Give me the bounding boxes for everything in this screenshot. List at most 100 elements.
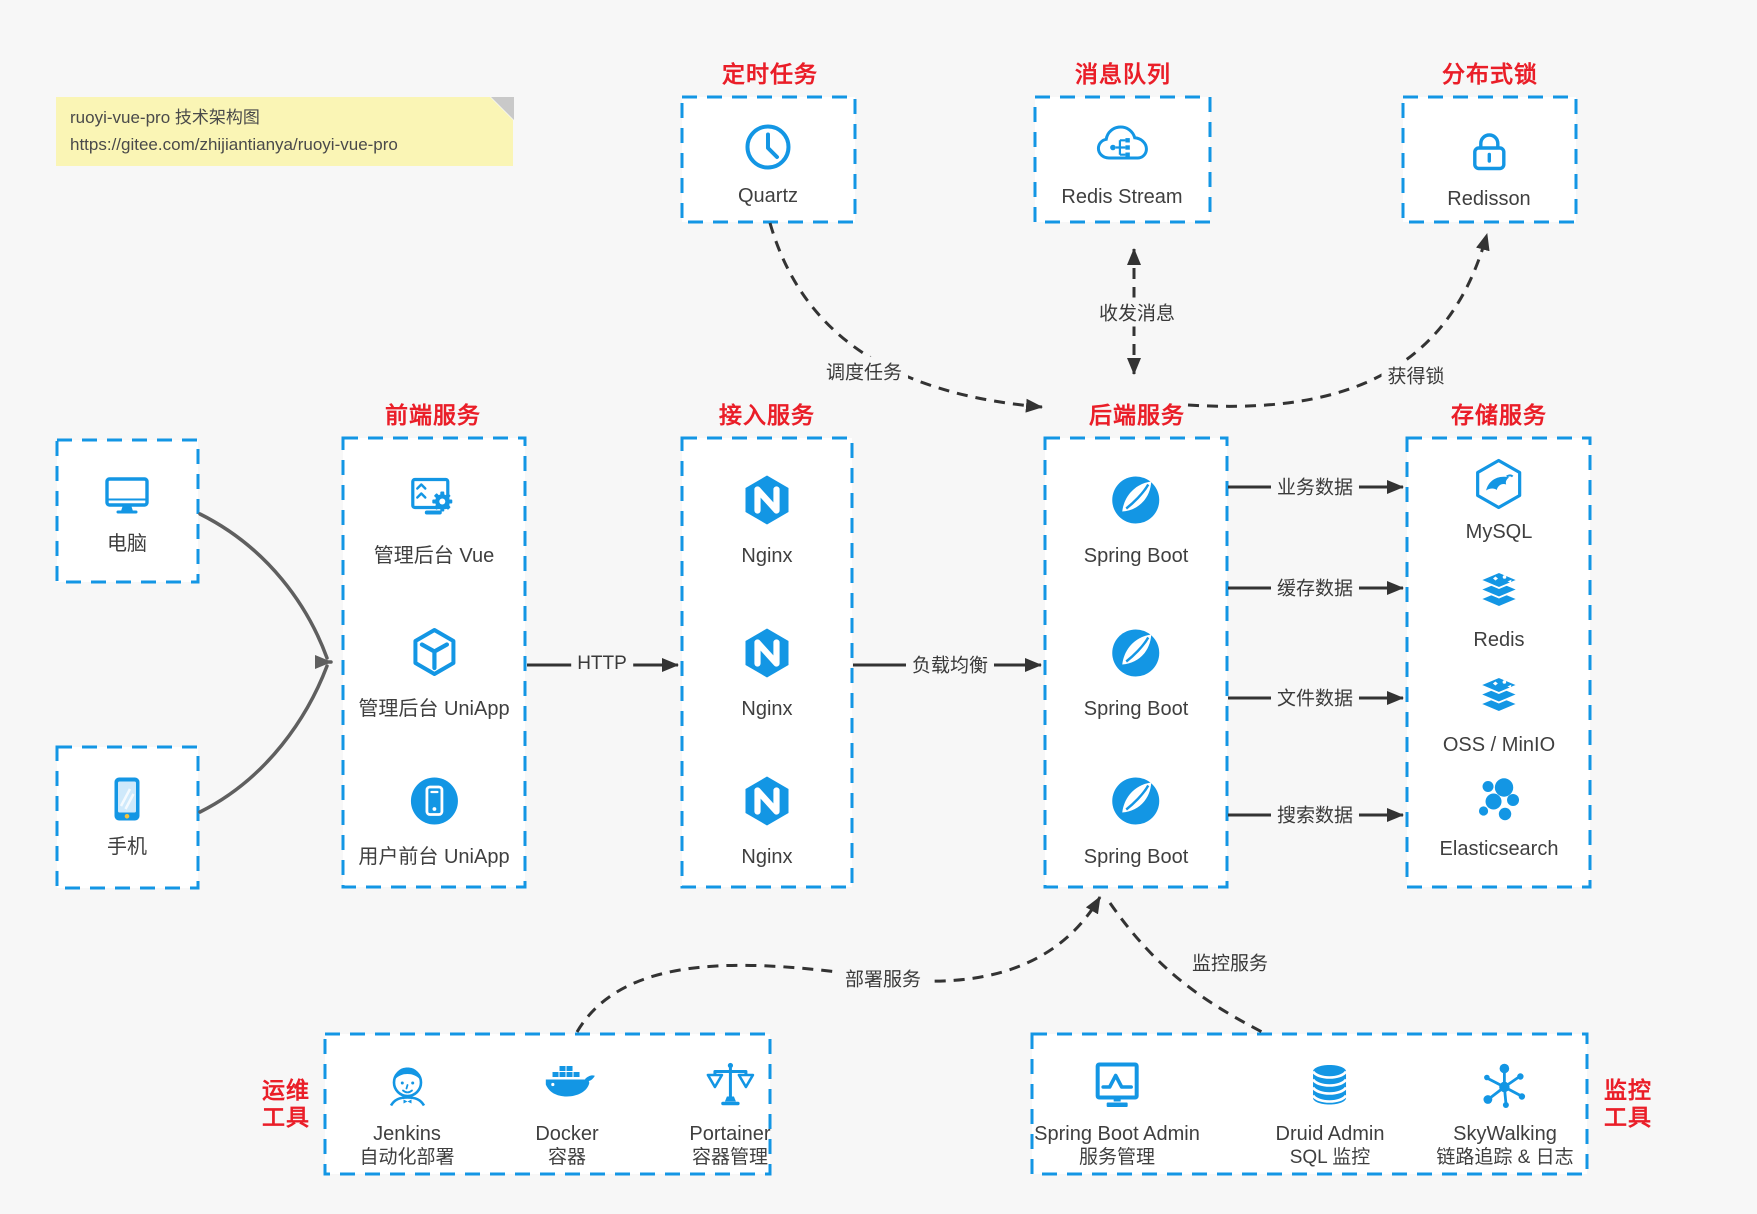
label-business-data: 业务数据 bbox=[1270, 471, 1360, 501]
node-mysql: MySQL bbox=[1465, 456, 1533, 544]
heading-ops: 运维工具 bbox=[262, 1077, 310, 1130]
monitor-service-link bbox=[1108, 902, 1263, 1034]
monitor-chart-icon bbox=[1089, 1058, 1145, 1114]
object-storage-icon bbox=[1471, 669, 1527, 725]
elasticsearch-cluster-icon bbox=[1471, 773, 1527, 829]
node-springboot-3: Spring Boot bbox=[1083, 773, 1189, 869]
node-desc: 容器管理 bbox=[691, 1147, 768, 1168]
node-portainer: Portainer 容器管理 bbox=[689, 1058, 771, 1169]
jenkins-butler-icon bbox=[379, 1058, 435, 1114]
node-label: Redis bbox=[1473, 629, 1525, 651]
node-admin-uniapp: 管理后台 UniApp bbox=[358, 625, 510, 721]
mq-group-box bbox=[1033, 95, 1212, 224]
heading-scheduler: 定时任务 bbox=[722, 61, 818, 87]
heading-storage: 存储服务 bbox=[1451, 402, 1547, 428]
node-label: Spring Boot bbox=[1083, 698, 1189, 720]
heading-lock: 分布式锁 bbox=[1442, 61, 1538, 87]
node-springboot-1: Spring Boot bbox=[1083, 472, 1189, 568]
scales-icon bbox=[702, 1058, 758, 1114]
lock-icon bbox=[1461, 122, 1517, 178]
node-redisson: Redisson bbox=[1447, 122, 1531, 211]
node-docker: Docker 容器 bbox=[535, 1058, 599, 1169]
database-cylinder-icon bbox=[1302, 1058, 1358, 1114]
nginx-icon bbox=[739, 773, 795, 829]
node-redis: Redis bbox=[1471, 564, 1527, 652]
node-label: OSS / MinIO bbox=[1442, 734, 1556, 756]
node-springboot-admin: Spring Boot Admin 服务管理 bbox=[1034, 1058, 1200, 1169]
nginx-icon bbox=[739, 625, 795, 681]
mobile-app-icon bbox=[406, 773, 462, 829]
cloud-network-icon bbox=[1094, 120, 1150, 176]
node-label: Spring Boot bbox=[1083, 545, 1189, 567]
node-quartz: Quartz bbox=[738, 119, 798, 208]
node-label: SkyWalking bbox=[1453, 1123, 1557, 1145]
computer-icon bbox=[99, 468, 155, 524]
label-schedule-task: 调度任务 bbox=[819, 356, 909, 386]
node-label: Nginx bbox=[741, 846, 793, 868]
phone-icon bbox=[99, 771, 155, 827]
mysql-dolphin-icon bbox=[1471, 456, 1527, 512]
node-label: Quartz bbox=[737, 185, 799, 207]
node-label: Spring Boot Admin bbox=[1034, 1123, 1200, 1145]
storage-group-box bbox=[1405, 436, 1592, 889]
node-label: Jenkins bbox=[373, 1123, 441, 1145]
node-label: 管理后台 Vue bbox=[373, 545, 495, 567]
node-desc: 链路追踪 & 日志 bbox=[1436, 1147, 1574, 1168]
node-oss-minio: OSS / MinIO bbox=[1443, 669, 1555, 757]
note-fold-corner bbox=[490, 97, 514, 120]
label-http: HTTP bbox=[571, 652, 633, 676]
node-label: 手机 bbox=[107, 836, 147, 858]
heading-mq: 消息队列 bbox=[1075, 61, 1171, 87]
node-user-uniapp: 用户前台 UniApp bbox=[358, 773, 510, 869]
label-message: 收发消息 bbox=[1092, 297, 1182, 327]
node-label: Portainer bbox=[689, 1123, 771, 1145]
node-desc: 容器 bbox=[547, 1147, 587, 1168]
deploy-service-arrow bbox=[575, 896, 1102, 1033]
node-jenkins: Jenkins 自动化部署 bbox=[359, 1058, 455, 1169]
spring-leaf-icon bbox=[1108, 773, 1164, 829]
node-desc: 自动化部署 bbox=[359, 1147, 455, 1168]
node-label: 管理后台 UniApp bbox=[358, 698, 510, 720]
note-title: ruoyi-vue-pro 技术架构图 bbox=[70, 108, 260, 127]
node-nginx-2: Nginx bbox=[739, 625, 795, 721]
node-label: 用户前台 UniApp bbox=[358, 846, 510, 868]
node-desc: 服务管理 bbox=[1078, 1147, 1155, 1168]
heading-monitor: 监控工具 bbox=[1604, 1077, 1652, 1130]
ops-group-box bbox=[323, 1032, 772, 1176]
admin-dashboard-icon bbox=[406, 472, 462, 528]
node-computer: 电脑 bbox=[99, 468, 155, 556]
clock-icon bbox=[740, 119, 796, 175]
node-label: Nginx bbox=[741, 698, 793, 720]
node-redis-stream: Redis Stream bbox=[1061, 120, 1183, 209]
node-nginx-3: Nginx bbox=[739, 773, 795, 869]
redis-stack-icon bbox=[1471, 564, 1527, 620]
node-phone: 手机 bbox=[99, 771, 155, 859]
heading-gateway: 接入服务 bbox=[719, 402, 815, 428]
node-skywalking: SkyWalking 链路追踪 & 日志 bbox=[1436, 1058, 1574, 1169]
label-file-data: 文件数据 bbox=[1270, 682, 1360, 712]
node-label: Spring Boot bbox=[1083, 846, 1189, 868]
node-elasticsearch: Elasticsearch bbox=[1440, 773, 1558, 861]
node-label: Redisson bbox=[1447, 188, 1531, 210]
node-label: Nginx bbox=[741, 545, 793, 567]
node-label: 电脑 bbox=[107, 533, 147, 555]
docker-whale-icon bbox=[539, 1058, 595, 1114]
network-nodes-icon bbox=[1477, 1058, 1533, 1114]
node-druid-admin: Druid Admin SQL 监控 bbox=[1275, 1058, 1385, 1169]
node-springboot-2: Spring Boot bbox=[1083, 625, 1189, 721]
label-deploy-service: 部署服务 bbox=[838, 963, 928, 993]
label-cache-data: 缓存数据 bbox=[1270, 572, 1360, 602]
computer-to-frontend-arrow bbox=[198, 512, 329, 660]
heading-frontend: 前端服务 bbox=[385, 402, 481, 428]
node-nginx-1: Nginx bbox=[739, 472, 795, 568]
label-load-balance: 负载均衡 bbox=[905, 649, 995, 679]
uniapp-cube-icon bbox=[406, 625, 462, 681]
label-monitor-service: 监控服务 bbox=[1185, 947, 1275, 977]
node-desc: SQL 监控 bbox=[1289, 1147, 1371, 1168]
label-acquire-lock: 获得锁 bbox=[1381, 360, 1451, 390]
note-url: https://gitee.com/zhijiantianya/ruoyi-vu… bbox=[70, 135, 398, 154]
sticky-note: ruoyi-vue-pro 技术架构图 https://gitee.com/zh… bbox=[56, 97, 513, 166]
node-label: MySQL bbox=[1465, 521, 1533, 543]
node-label: Druid Admin bbox=[1275, 1123, 1385, 1145]
phone-to-frontend-arrow bbox=[198, 664, 329, 814]
